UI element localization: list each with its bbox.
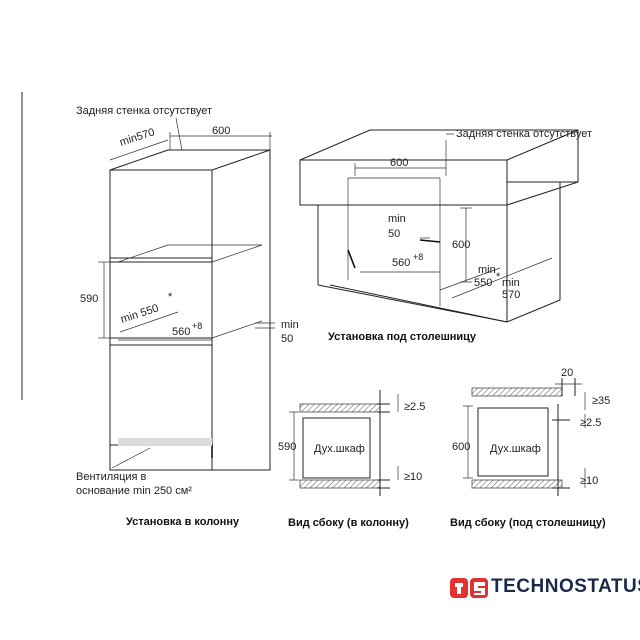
dim-min550-column: min 550 [119, 302, 160, 326]
dim-min-right-counter: min [478, 264, 496, 276]
no-back-wall-leader-left [175, 117, 183, 151]
dim-min-counter: min [388, 213, 406, 225]
side-view-column-drawing [289, 390, 399, 496]
column-install-drawing [98, 132, 275, 471]
dim-star-column: * [168, 291, 173, 303]
dim-50-column: 50 [281, 333, 293, 345]
dim-ge10-side-column: ≥10 [404, 471, 422, 483]
dim-600-counter-top: 600 [390, 157, 408, 169]
dim-ge10-side-counter: ≥10 [580, 475, 598, 487]
dim-590-column: 590 [80, 293, 98, 305]
dim-600-counter-side: 600 [452, 239, 470, 251]
caption-column-install: Установка в колонну [126, 516, 240, 528]
technostatus-logo: TECHNOSTATUS [449, 572, 640, 606]
dim-min-label-counter: min [502, 277, 520, 289]
dim-ge35-side-counter: ≥35 [592, 395, 610, 407]
dim-ge25-side-counter: ≥2.5 [580, 417, 601, 429]
dim-min570: min570 [118, 126, 156, 149]
dim-600-column: 600 [212, 125, 230, 137]
side-view-counter-drawing [463, 378, 586, 496]
dim-20-side-counter: 20 [561, 367, 573, 379]
brand-mark-icon [450, 578, 488, 598]
dim-ge25-side-column: ≥2.5 [404, 401, 425, 413]
under-counter-drawing [299, 129, 579, 323]
dim-560-sup-counter: +8 [413, 252, 423, 262]
caption-side-view-counter: Вид сбоку (под столешницу) [450, 517, 606, 529]
dim-550-counter: 550 [474, 277, 492, 289]
dim-560-sup-column: +8 [192, 321, 202, 331]
dim-600-side-counter: 600 [452, 441, 470, 453]
brand-name: TECHNOSTATUS [491, 576, 640, 597]
ventilation-label-line1: Вентиляция в [76, 471, 147, 483]
oven-cabinet-label-2: Дух.шкаф [490, 443, 541, 455]
oven-cabinet-label-1: Дух.шкаф [314, 443, 365, 455]
dim-560-counter: 560 [392, 257, 410, 269]
ventilation-label-line2: основание min 250 см² [76, 485, 192, 497]
no-back-wall-label-left: Задняя стенка отсутствует [76, 105, 212, 117]
ventilation-leader [111, 447, 151, 469]
dim-min-column: min [281, 319, 299, 331]
caption-side-view-column: Вид сбоку (в колонну) [288, 517, 409, 529]
dim-star-counter: * [496, 271, 501, 283]
caption-under-counter: Установка под столешницу [328, 331, 477, 343]
dim-590-side: 590 [278, 441, 296, 453]
dim-50-counter: 50 [388, 228, 400, 240]
dim-560-column: 560 [172, 326, 190, 338]
no-back-wall-label-right: Задняя стенка отсутствует [456, 128, 592, 140]
dim-570-counter: 570 [502, 289, 520, 301]
